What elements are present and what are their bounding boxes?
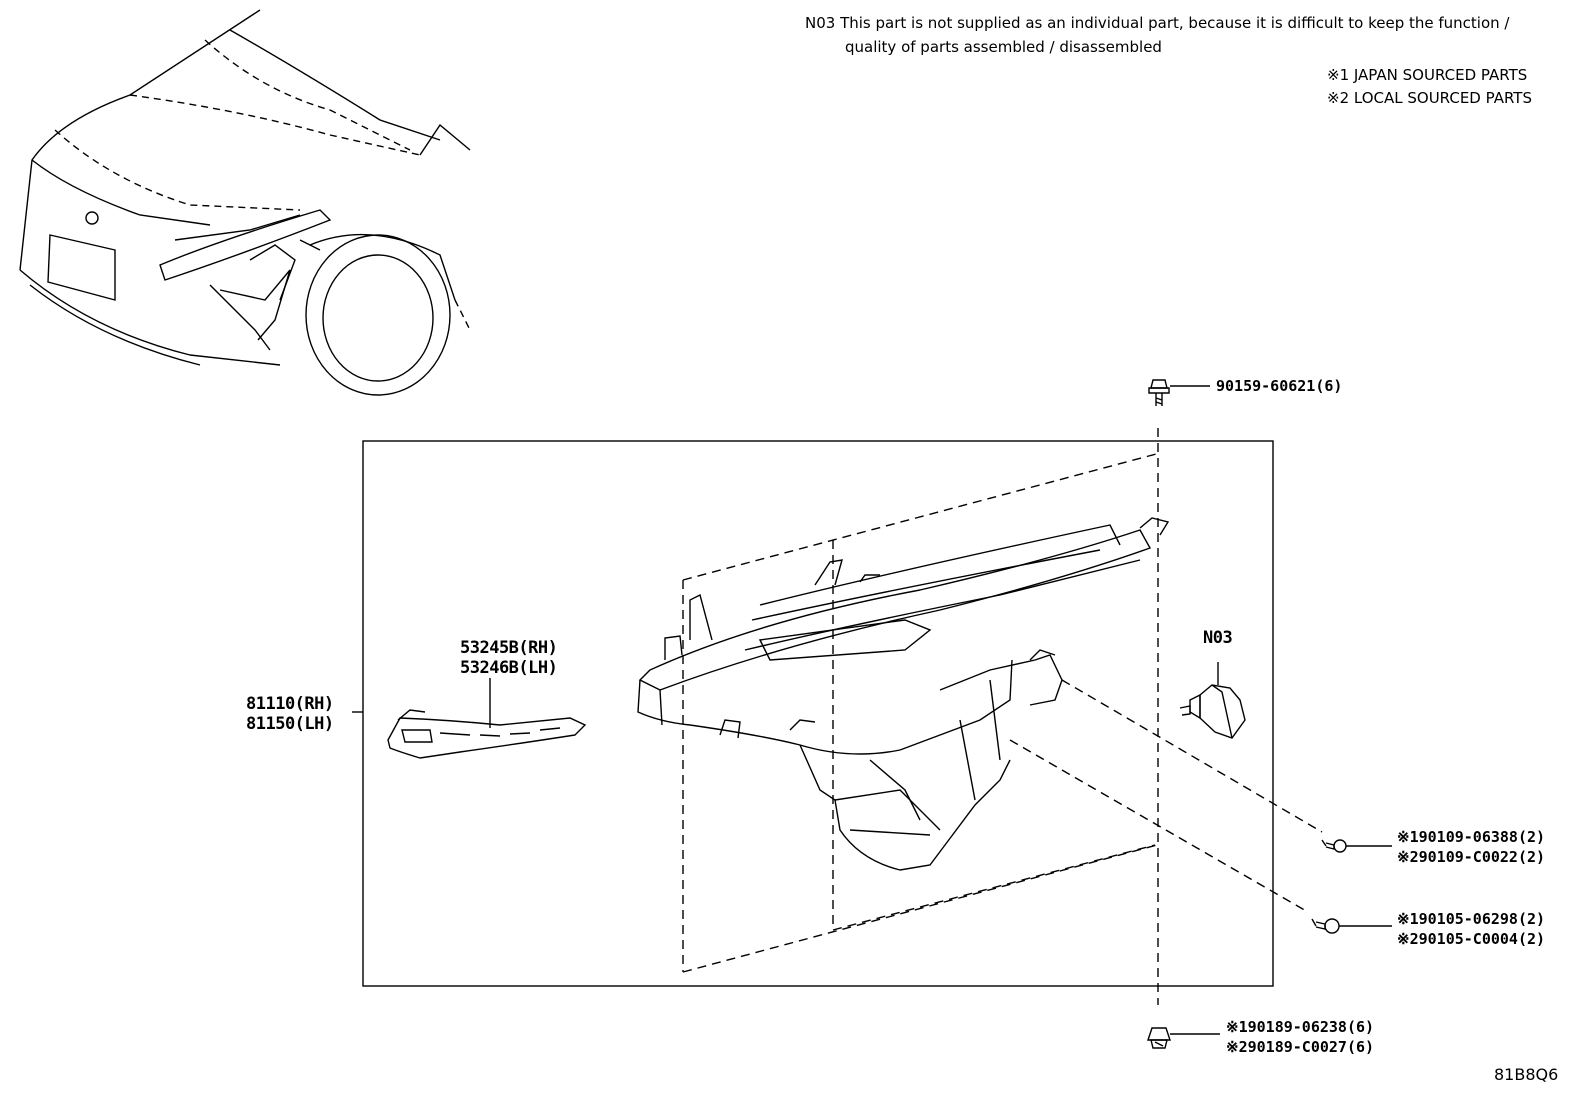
label-screw-b2: ※290105-C0004(2) [1397,930,1546,948]
label-bracket-lh: 53246B(LH) [460,658,558,678]
car-overview [19,9,471,396]
headlamp-assembly [637,517,1170,871]
label-clip-1: ※190189-06238(6) [1226,1018,1375,1036]
label-n03: N03 [1203,628,1233,648]
label-screw-a1: ※190109-06388(2) [1397,828,1546,846]
dashed-outline [682,428,1323,1005]
label-headlamp-lh: 81150(LH) [246,714,334,734]
label-clip-2: ※290189-C0027(6) [1226,1038,1375,1056]
label-headlamp-rh: 81110(RH) [246,694,334,714]
clip-bottom [1147,1027,1220,1049]
bracket-part [387,709,587,759]
label-screw-a2: ※290109-C0022(2) [1397,848,1546,866]
source-note-japan: ※1 JAPAN SOURCED PARTS [1327,66,1528,84]
label-bracket-rh: 53245B(RH) [460,638,558,658]
diagram-id: 81B8Q6 [1494,1065,1559,1084]
n03-note-line1: N03 This part is not supplied as an indi… [805,14,1510,32]
screw-b [1311,918,1392,934]
n03-socket-part [1179,662,1246,739]
source-note-local: ※2 LOCAL SOURCED PARTS [1327,89,1532,107]
screw-a [1321,839,1392,853]
n03-note-line2: quality of parts assembled / disassemble… [845,38,1162,56]
assembly-frame [362,440,1274,987]
bolt-top [1148,379,1210,406]
label-bolt-top: 90159-60621(6) [1216,377,1343,395]
label-screw-b1: ※190105-06298(2) [1397,910,1546,928]
